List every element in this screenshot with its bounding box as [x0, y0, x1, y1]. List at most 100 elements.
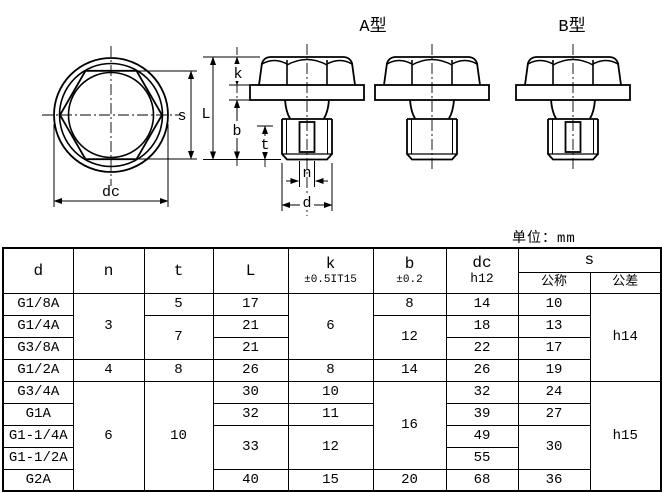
cell-dc: 14 — [445, 292, 519, 316]
cell-d: G2A — [2, 468, 74, 492]
cell-k: 10 — [287, 380, 374, 404]
cell-t: 5 — [143, 292, 214, 316]
header-dc: dc h12 — [445, 247, 519, 294]
cell-k: 12 — [287, 424, 374, 470]
cell-d: G1A — [2, 402, 74, 426]
cell-b: 8 — [372, 292, 447, 316]
cell-dc: 18 — [445, 314, 519, 338]
cell-s-nominal: 13 — [517, 314, 591, 338]
cell-k: 15 — [287, 468, 374, 492]
flange-outer-circle — [53, 57, 169, 173]
d-label-bg — [300, 194, 314, 209]
cell-n: 4 — [72, 358, 145, 382]
cell-L: 40 — [212, 468, 289, 492]
cell-d: G3/4A — [2, 380, 74, 404]
table-row: G1-1/4A 33 12 49 30 — [2, 424, 661, 470]
dim-label-L: L — [201, 106, 210, 123]
cell-L: 21 — [212, 314, 289, 338]
cell-s-nominal: 19 — [517, 358, 591, 382]
cell-L: 32 — [212, 402, 289, 426]
cell-dc: 26 — [445, 358, 519, 382]
cell-k: 11 — [287, 402, 374, 426]
unit-label: 单位：mm — [512, 227, 640, 249]
header-s-nominal: 公称 — [517, 271, 591, 294]
cell-L: 26 — [212, 358, 289, 382]
neck — [550, 99, 596, 119]
header-k-tolerance: ±0.5IT15 — [304, 273, 357, 286]
cell-s-nominal: 30 — [517, 424, 591, 470]
dim-label-b: b — [232, 123, 241, 140]
cell-t: 8 — [143, 358, 214, 382]
table-row: G2A 40 15 20 68 36 — [2, 468, 661, 492]
cell-d: G1/8A — [2, 292, 74, 316]
cell-b: 12 — [372, 314, 447, 360]
cell-dc: 22 — [445, 336, 519, 360]
front-view — [42, 46, 197, 207]
type-a-title: A型 — [359, 16, 386, 37]
dim-label-k: k — [233, 66, 242, 83]
drawing-canvas: s dc — [42, 16, 631, 216]
header-s: s — [517, 247, 662, 273]
cell-L: 17 — [212, 292, 289, 316]
header-b-tolerance: ±0.2 — [396, 273, 423, 286]
cell-s-nominal: 17 — [517, 336, 591, 360]
cell-t: 10 — [143, 380, 214, 492]
type-a-view — [374, 44, 490, 172]
t-label-bg — [258, 136, 272, 152]
cell-k: 8 — [287, 358, 374, 382]
cell-s-nominal: 24 — [517, 380, 591, 404]
header-dc-label: dc — [472, 254, 492, 273]
cell-b: 20 — [372, 468, 447, 492]
head-outline — [383, 56, 481, 86]
type-b-view — [515, 44, 631, 172]
cell-s-nominal: 10 — [517, 292, 591, 316]
hexagon — [58, 69, 164, 161]
cell-L: 21 — [212, 336, 289, 360]
cell-n: 3 — [72, 292, 145, 360]
b-label-bg — [230, 121, 245, 138]
dimensioned-side-view — [203, 44, 365, 216]
header-s-tolerance: 公差 — [589, 271, 662, 294]
cell-d: G1/4A — [2, 314, 74, 338]
header-L: L — [212, 247, 289, 294]
neck — [409, 99, 455, 119]
table-row: G3/4A 6 10 30 10 16 32 24 h15 — [2, 380, 662, 492]
cell-d: G1/2A — [2, 358, 74, 382]
table-row: G1A 32 11 39 27 — [2, 402, 661, 426]
cell-s-nominal: 36 — [517, 468, 591, 492]
cell-s-tolerance: h14 — [589, 292, 662, 382]
table-row: G1/4A 7 21 12 18 13 — [2, 314, 661, 360]
dim-label-dc: dc — [102, 184, 120, 201]
cell-d: G1-1/4A — [2, 424, 74, 448]
header-dc-tolerance: h12 — [470, 271, 494, 287]
cell-t: 7 — [143, 314, 214, 360]
head-outline — [258, 56, 356, 86]
cell-k: 6 — [287, 292, 374, 360]
dimension-table: d n t L k ±0.5IT15 b ±0.2 dc h12 s — [2, 247, 662, 492]
header-k: k ±0.5IT15 — [287, 247, 374, 294]
cell-d: G3/8A — [2, 336, 74, 360]
table-row: G1/2A 4 8 26 8 14 26 19 — [2, 358, 661, 382]
header-n: n — [72, 247, 145, 294]
type-b-title: B型 — [558, 16, 585, 37]
cell-L: 30 — [212, 380, 289, 404]
header-k-label: k — [325, 255, 336, 274]
neck — [284, 99, 330, 119]
cell-dc: 39 — [445, 402, 519, 426]
cell-b: 16 — [372, 380, 447, 470]
table-row: G1/8A 3 5 17 6 8 14 10 h14 — [2, 292, 662, 382]
table-row: G3/8A 21 22 17 — [2, 336, 661, 360]
cell-dc: 68 — [445, 468, 519, 492]
cell-d: G1-1/2A — [2, 446, 74, 470]
header-b: b ±0.2 — [372, 247, 447, 294]
dim-label-n: n — [302, 165, 311, 182]
dim-label-t: t — [260, 137, 269, 154]
dim-label-d: d — [302, 195, 311, 212]
cell-dc: 49 — [445, 424, 519, 448]
cell-dc: 55 — [445, 446, 519, 470]
header-d: d — [2, 247, 74, 294]
cell-s-tolerance: h15 — [589, 380, 662, 492]
cell-L: 33 — [212, 424, 289, 470]
dim-label-s: s — [177, 108, 186, 125]
